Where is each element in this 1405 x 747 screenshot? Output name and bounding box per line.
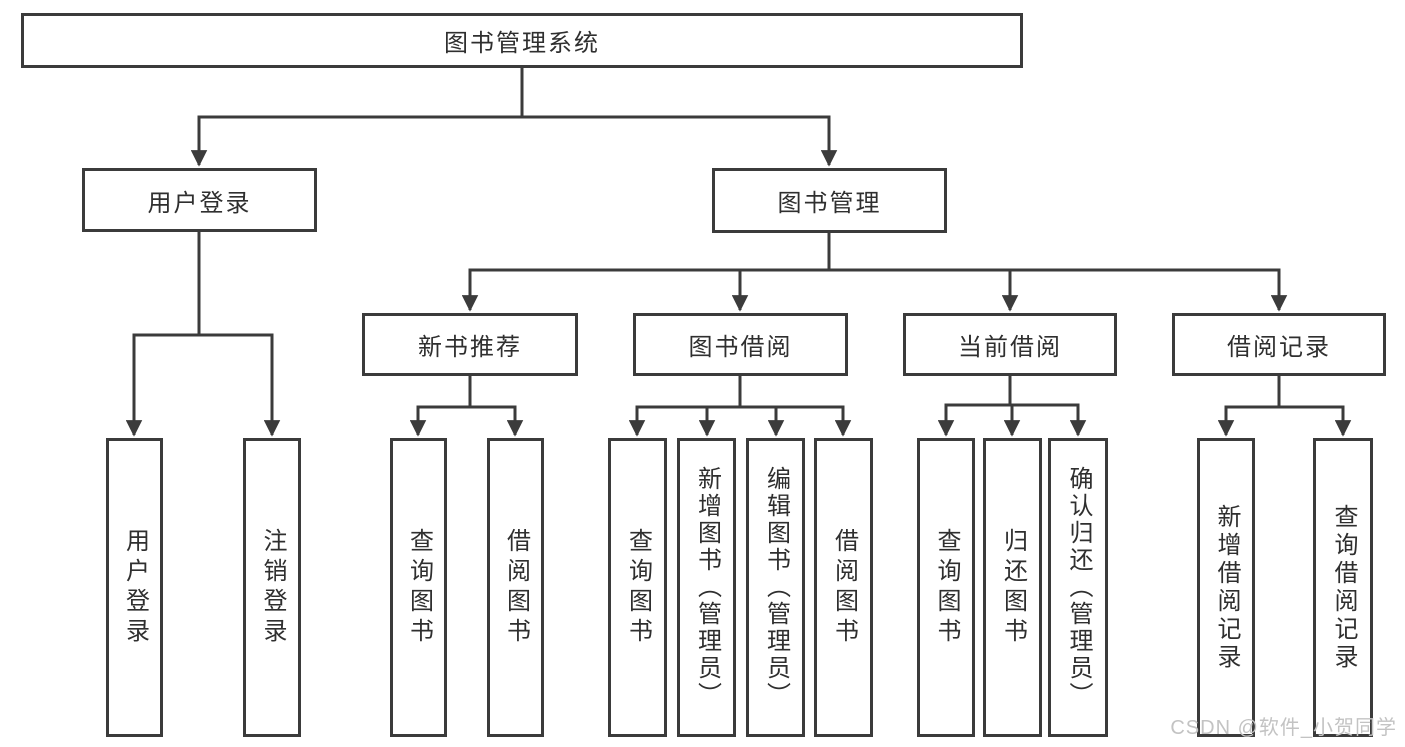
leaf-record-query: 查询借阅记录 bbox=[1313, 438, 1373, 737]
node-current-borrow: 当前借阅 bbox=[903, 313, 1117, 376]
leaf-borrow-query: 查询图书 bbox=[608, 438, 667, 737]
node-book-borrow: 图书借阅 bbox=[633, 313, 848, 376]
node-book-management: 图书管理 bbox=[712, 168, 947, 233]
leaf-borrow-book: 借阅图书 bbox=[814, 438, 873, 737]
node-new-book-recommend: 新书推荐 bbox=[362, 313, 578, 376]
leaf-newbook-query: 查询图书 bbox=[390, 438, 447, 737]
leaf-record-add: 新增借阅记录 bbox=[1197, 438, 1255, 737]
node-root-system: 图书管理系统 bbox=[21, 13, 1023, 68]
leaf-borrow-add-admin: 新增图书（管理员） bbox=[677, 438, 736, 737]
csdn-watermark: CSDN @软件_小贺同学 bbox=[1170, 717, 1397, 739]
leaf-borrow-edit-admin: 编辑图书（管理员） bbox=[746, 438, 805, 737]
node-borrow-record: 借阅记录 bbox=[1172, 313, 1386, 376]
leaf-newbook-borrow: 借阅图书 bbox=[487, 438, 544, 737]
node-user-login: 用户登录 bbox=[82, 168, 317, 232]
leaf-current-return: 归还图书 bbox=[983, 438, 1042, 737]
leaf-current-query: 查询图书 bbox=[917, 438, 975, 737]
leaf-user-login: 用户登录 bbox=[106, 438, 163, 737]
leaf-current-confirm-admin: 确认归还（管理员） bbox=[1048, 438, 1108, 737]
leaf-logout: 注销登录 bbox=[243, 438, 301, 737]
